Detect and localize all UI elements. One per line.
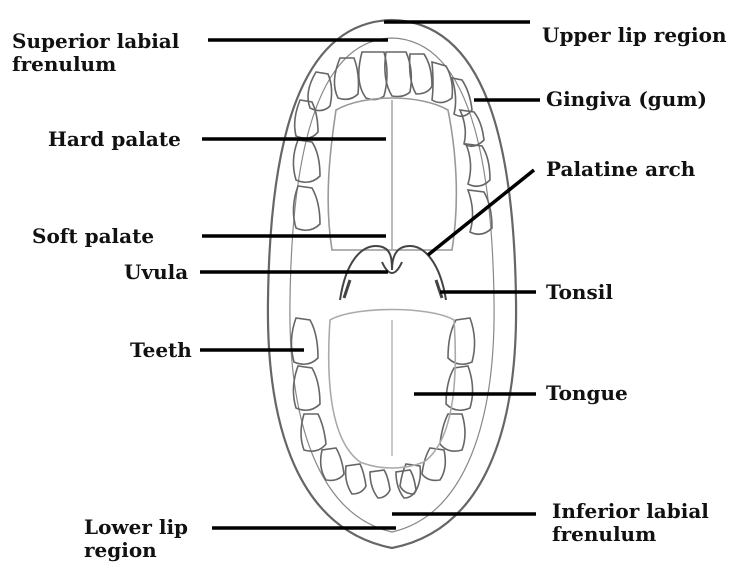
label-superior-labial-frenulum: Superior labial frenulum — [12, 30, 202, 76]
lower-teeth — [291, 318, 474, 498]
label-soft-palate: Soft palate — [32, 225, 154, 248]
label-lower-lip-region: Lower lip region — [84, 516, 204, 562]
label-palatine-arch: Palatine arch — [546, 158, 695, 181]
label-upper-lip-region: Upper lip region — [542, 24, 727, 47]
label-gingiva: Gingiva (gum) — [546, 88, 707, 111]
leader-lines — [200, 22, 540, 528]
label-tongue: Tongue — [546, 382, 628, 405]
label-uvula: Uvula — [124, 261, 188, 284]
leader-palatine-arch — [428, 170, 534, 255]
label-hard-palate: Hard palate — [48, 128, 181, 151]
label-inferior-labial-frenulum: Inferior labial frenulum — [552, 500, 737, 546]
label-teeth: Teeth — [130, 339, 192, 362]
label-tonsil: Tonsil — [546, 281, 613, 304]
